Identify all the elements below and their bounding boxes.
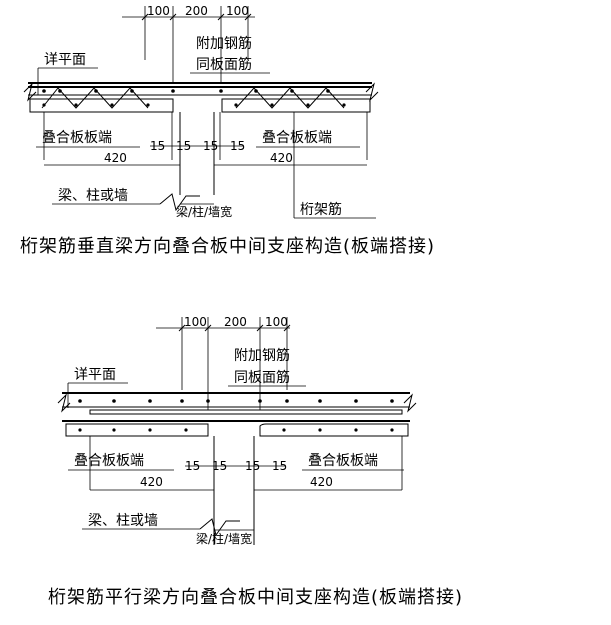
bottom-dim-mid: 200 — [224, 315, 247, 329]
top-dim-420-right: 420 — [270, 151, 293, 165]
bottom-label-slab-right: 叠合板板端 — [308, 453, 378, 469]
top-dim-420-left: 420 — [104, 151, 127, 165]
top-label-beam-column-wall: 梁、柱或墙 — [58, 188, 128, 204]
top-caption: 桁架筋垂直梁方向叠合板中间支座构造(板端搭接) — [20, 236, 435, 257]
top-slab — [23, 82, 379, 113]
bottom-dim-right: 100 — [265, 315, 288, 329]
top-dim-right: 100 — [226, 4, 249, 18]
bottom-label-slab-left: 叠合板板端 — [74, 453, 144, 469]
top-dimension-line — [122, 6, 255, 84]
bottom-slab — [57, 392, 417, 437]
bottom-break-line — [199, 518, 240, 537]
top-precast-left — [29, 98, 174, 113]
bottom-label-additional-rebar: 附加钢筋 — [234, 347, 290, 364]
bottom-dim-left: 100 — [184, 315, 207, 329]
bottom-caption: 桁架筋平行梁方向叠合板中间支座构造(板端搭接) — [48, 587, 463, 608]
top-break-line — [159, 193, 200, 212]
bottom-label-beam-column-wall: 梁、柱或墙 — [88, 513, 158, 529]
bottom-dimension-line — [156, 317, 291, 410]
top-label-width: 梁/柱/墙宽 — [176, 204, 232, 219]
top-support — [43, 112, 368, 195]
top-label-truss-rebar: 桁架筋 — [300, 201, 342, 218]
top-precast-right — [221, 98, 371, 113]
top-diagram: 100 200 100 附加钢筋 同板面筋 详平面 — [20, 4, 435, 257]
bottom-precast-right — [259, 423, 409, 437]
bottom-label-width: 梁/柱/墙宽 — [196, 531, 252, 546]
top-label-same-as-slab: 同板面筋 — [196, 56, 252, 73]
top-label-see-plan: 详平面 — [44, 52, 86, 68]
top-truss-right — [235, 87, 345, 109]
bottom-precast-left — [65, 423, 209, 437]
top-label-slab-right: 叠合板板端 — [262, 130, 332, 146]
bottom-diagram: 100 200 100 附加钢筋 同板面筋 详平面 — [48, 315, 463, 608]
bottom-additional-bar — [89, 409, 403, 415]
bottom-label-same-as-slab: 同板面筋 — [234, 369, 290, 386]
bottom-dim-420-right: 420 — [310, 475, 333, 489]
top-label-slab-left: 叠合板板端 — [42, 130, 112, 146]
bottom-label-see-plan: 详平面 — [74, 367, 116, 383]
top-dim-mid: 200 — [185, 4, 208, 18]
top-dim-left: 100 — [147, 4, 170, 18]
bottom-dim-420-left: 420 — [140, 475, 163, 489]
top-truss-left — [41, 87, 149, 109]
top-label-additional-rebar: 附加钢筋 — [196, 35, 252, 52]
